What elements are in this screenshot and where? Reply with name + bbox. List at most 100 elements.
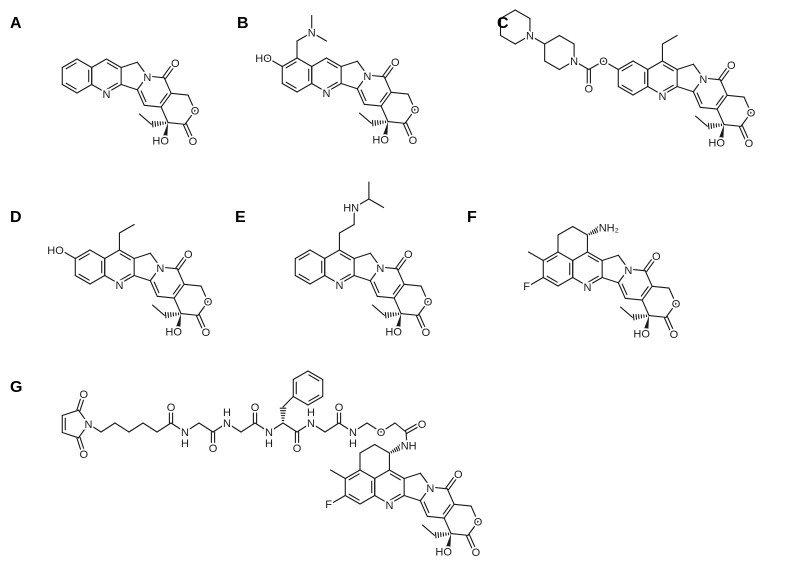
atom-label-o: O	[191, 106, 200, 118]
bond	[356, 60, 368, 76]
hashed-bond	[384, 311, 400, 319]
bond	[429, 486, 448, 490]
bond	[420, 285, 429, 303]
bond	[294, 274, 311, 285]
bond	[338, 422, 354, 433]
bond	[719, 79, 728, 96]
structure-d-bonds	[60, 223, 209, 333]
bond	[676, 85, 694, 93]
bond	[285, 81, 297, 89]
bond	[621, 283, 628, 296]
bond	[339, 273, 351, 281]
bond	[601, 254, 619, 262]
bond	[723, 124, 742, 127]
bond	[105, 83, 122, 94]
bond	[326, 81, 338, 89]
bond	[254, 422, 270, 433]
bond	[379, 266, 398, 270]
bond	[661, 34, 678, 45]
hashed-bond	[707, 122, 723, 130]
atom-label-n: N	[349, 427, 357, 439]
bond	[133, 274, 151, 282]
bond	[76, 58, 93, 69]
atom-label-o: O	[727, 60, 736, 72]
bond	[573, 60, 590, 71]
bond	[369, 252, 381, 268]
bond	[79, 436, 86, 455]
bond	[338, 223, 355, 234]
bond	[417, 301, 429, 316]
bond	[140, 90, 147, 103]
atom-label-o: O	[670, 329, 679, 341]
bond	[176, 268, 185, 285]
bond	[572, 276, 588, 287]
bond	[65, 62, 77, 70]
bond	[645, 257, 658, 273]
hash-stroke	[384, 311, 387, 319]
atom-label-n: N	[376, 263, 384, 275]
bond	[405, 431, 408, 442]
atom-label-nh2: NH₂	[599, 222, 619, 234]
bond	[136, 61, 148, 77]
bond	[546, 255, 558, 263]
bond	[170, 92, 189, 96]
hash-stroke	[595, 227, 599, 233]
bond	[450, 533, 469, 536]
bond	[198, 422, 214, 433]
bond	[114, 422, 130, 433]
bond	[395, 253, 407, 269]
hash-stroke	[393, 448, 397, 453]
bond	[106, 82, 118, 90]
bond	[557, 225, 574, 236]
atom-label-n: N	[308, 28, 316, 40]
atom-label-n: N	[322, 88, 330, 100]
bond	[617, 254, 629, 270]
bond	[692, 77, 704, 93]
hash-stroke	[590, 231, 593, 235]
hash-stroke	[707, 122, 710, 130]
bond	[160, 92, 172, 108]
bond	[443, 517, 452, 535]
bond	[298, 273, 310, 281]
atom-label-h: H	[349, 438, 357, 450]
bond	[528, 276, 544, 287]
bond	[641, 285, 653, 301]
wedge-bond	[162, 122, 169, 140]
bond	[146, 75, 165, 79]
bond	[442, 504, 451, 515]
bond	[307, 370, 324, 381]
bond	[307, 395, 324, 406]
bond	[359, 469, 376, 480]
atom-label-h: H	[223, 407, 231, 419]
bond	[89, 249, 106, 260]
bond	[74, 249, 91, 260]
bond	[149, 252, 161, 268]
bond	[324, 249, 340, 260]
panel-label-f: F	[467, 209, 477, 226]
bond	[282, 422, 298, 433]
bond	[120, 83, 138, 91]
bond	[118, 249, 135, 260]
bond	[419, 486, 431, 502]
bond	[407, 93, 416, 111]
hashed-bond	[151, 120, 167, 128]
atom-label-n: N	[385, 500, 393, 512]
atom-label-o: O	[672, 299, 681, 311]
bond	[340, 60, 358, 68]
bond	[661, 60, 678, 71]
atom-label-o: O	[202, 327, 211, 339]
bond	[78, 273, 90, 281]
bond	[514, 34, 531, 45]
atom-label-nh: NH	[401, 440, 417, 452]
atom-label-o: O	[209, 443, 218, 455]
structure-c-bonds	[499, 9, 752, 144]
bond	[647, 85, 663, 96]
bond	[665, 303, 677, 318]
bond	[183, 283, 202, 287]
bond	[118, 223, 135, 234]
bond	[373, 281, 380, 294]
bond	[388, 494, 405, 505]
atom-label-n: N	[426, 483, 434, 495]
